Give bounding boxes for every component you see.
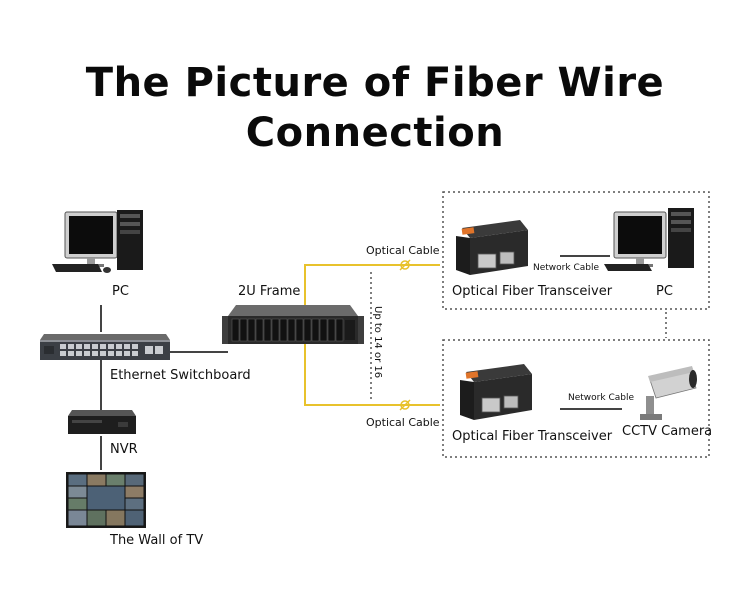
remote-camera-box xyxy=(442,339,710,458)
nvr-label: NVR xyxy=(110,442,138,457)
tv-wall-icon xyxy=(66,472,146,528)
capacity-label: Up to 14 or 16 xyxy=(372,306,383,379)
page-title: The Picture of Fiber Wire Connection xyxy=(0,58,750,158)
pc-right-icon xyxy=(604,208,694,271)
pc-left-label: PC xyxy=(112,284,129,299)
transceiver-bottom-label: Optical Fiber Transceiver xyxy=(452,429,613,444)
fiber-break-markers xyxy=(399,259,411,411)
transceiver-bottom-icon xyxy=(460,364,532,420)
transceiver-top-icon xyxy=(456,220,528,275)
fiber-marker-bottom xyxy=(400,400,410,410)
fiber-marker-top-slash xyxy=(399,259,411,271)
fiber-marker-top xyxy=(400,260,410,270)
network-cable-top-label: Network Cable xyxy=(533,263,599,273)
fiber-line-bottom xyxy=(304,340,440,406)
optical-cable-bottom-label: Optical Cable xyxy=(366,416,440,429)
remote-pc-box xyxy=(442,191,710,310)
transceiver-top-label: Optical Fiber Transceiver xyxy=(452,284,613,299)
title-line-1: The Picture of Fiber Wire xyxy=(85,60,665,106)
wired-connections xyxy=(100,255,622,470)
nvr-icon xyxy=(68,410,136,434)
pc-left-icon xyxy=(52,210,143,273)
cctv-camera-icon xyxy=(640,366,697,420)
title-line-2: Connection xyxy=(245,110,505,156)
frame-label: 2U Frame xyxy=(238,284,301,299)
optical-cable-top-label: Optical Cable xyxy=(366,244,440,257)
ethernet-switch-icon xyxy=(40,334,170,360)
tv-wall-label: The Wall of TV xyxy=(110,533,204,548)
fiber-marker-bottom-slash xyxy=(399,399,411,411)
camera-label: CCTV Camera xyxy=(622,424,713,439)
frame-chassis-icon xyxy=(222,305,364,344)
network-cable-bottom-label: Network Cable xyxy=(568,393,634,403)
switch-label: Ethernet Switchboard xyxy=(110,368,251,383)
pc-right-label: PC xyxy=(656,284,673,299)
